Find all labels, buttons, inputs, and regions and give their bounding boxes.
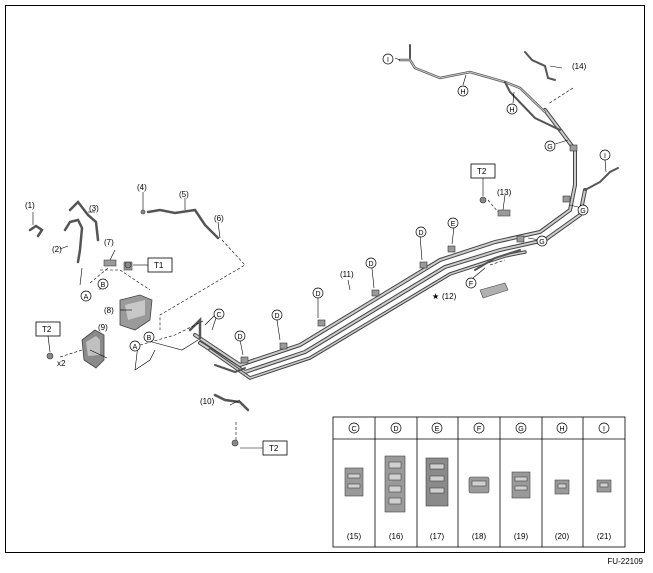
circle-d-5: D [418, 230, 423, 237]
legend-letter-e: E [435, 426, 440, 433]
label-p7: (7) [104, 238, 114, 247]
bracket-8 [119, 294, 153, 331]
circle-c: C [216, 312, 221, 319]
legend-letter-d: D [393, 426, 398, 433]
pad-12 [479, 282, 509, 299]
circle-e: E [451, 221, 456, 228]
legend-clip-19 [511, 471, 531, 499]
torque-box-labels: T1 T2 T2 T2 [42, 167, 487, 453]
circle-b-left: B [101, 282, 106, 289]
legend-letter-h: H [559, 426, 564, 433]
label-p12: (12) [442, 292, 457, 301]
torque-boxes [35, 163, 496, 456]
label-p10: (10) [200, 397, 215, 406]
main-pipe-bundle [188, 44, 619, 380]
legend-part-18: (18) [472, 532, 487, 541]
torque-t1: T1 [154, 261, 164, 270]
qty-x2: x2 [57, 359, 66, 368]
legend-part-21: (21) [597, 532, 612, 541]
legend-letter-f: F [477, 426, 481, 433]
label-p9: (9) [98, 323, 108, 332]
bracket-9 [81, 329, 105, 369]
circle-d-1: D [237, 334, 242, 341]
circle-g-3: G [547, 144, 552, 151]
circle-d-3: D [315, 291, 320, 298]
clip-legend-table [332, 416, 626, 548]
torque-box-leaders [47, 178, 484, 449]
circle-h-2: H [509, 107, 514, 114]
circle-g-1: G [539, 239, 544, 246]
circle-i-right: I [604, 153, 606, 160]
letter-circle-texts: A B A B C D D D D D E F G G G I H H I [84, 57, 606, 351]
label-p6: (6) [214, 214, 224, 223]
torque-t2-left: T2 [42, 325, 52, 334]
label-p3: (3) [89, 204, 99, 213]
diagram-frame [5, 5, 645, 553]
circle-d-2: D [274, 313, 279, 320]
legend-letter-i: I [603, 426, 605, 433]
legend-part-16: (16) [389, 532, 404, 541]
part-labels: (1) (2) (3) (4) (5) (6) (7) (8) (9) (10)… [25, 62, 587, 406]
legend-part-19: (19) [514, 532, 529, 541]
label-p14: (14) [572, 62, 587, 71]
figure-id: FU-22109 [607, 557, 643, 566]
star-mark: ★ [432, 292, 439, 301]
circle-g-2: G [580, 208, 585, 215]
circle-h-1: H [460, 89, 465, 96]
legend-clip-17 [425, 457, 449, 507]
circle-b-mid: B [147, 335, 152, 342]
torque-t2-bottom: T2 [269, 444, 279, 453]
label-p2: (2) [52, 245, 62, 254]
legend-header-letters: C D E F G H I [351, 426, 605, 433]
label-p4: (4) [137, 183, 147, 192]
clip-13 [497, 209, 511, 217]
clip-d-markers [240, 144, 578, 364]
circle-f: F [469, 281, 473, 288]
circle-i-top: I [387, 57, 389, 64]
torque-t2-right: T2 [477, 167, 487, 176]
label-p13: (13) [497, 188, 512, 197]
label-p5: (5) [179, 190, 189, 199]
dashed-leaders [59, 87, 574, 440]
label-p11: (11) [340, 270, 354, 279]
legend-part-15: (15) [347, 532, 362, 541]
letter-circles [80, 53, 611, 352]
legend-part-20: (20) [555, 532, 570, 541]
label-p1: (1) [25, 201, 35, 210]
legend-letter-c: C [351, 426, 356, 433]
legend-clip-18 [468, 476, 490, 494]
legend-clip-16 [384, 455, 406, 513]
circle-a-mid: A [133, 344, 138, 351]
left-parts [28, 200, 250, 412]
legend-part-labels: (15) (16) (17) (18) (19) (20) (21) [347, 532, 612, 541]
legend-header-circles [348, 422, 610, 434]
legend-clip-21 [596, 479, 612, 493]
legend-part-17: (17) [430, 532, 445, 541]
fastener-parts [46, 196, 487, 447]
circle-a-left: A [84, 294, 89, 301]
circle-d-4: D [368, 261, 373, 268]
legend-clip-20 [554, 479, 570, 495]
legend-letter-g: G [518, 426, 523, 433]
label-p8: (8) [104, 306, 114, 315]
legend-clip-15 [344, 467, 364, 497]
